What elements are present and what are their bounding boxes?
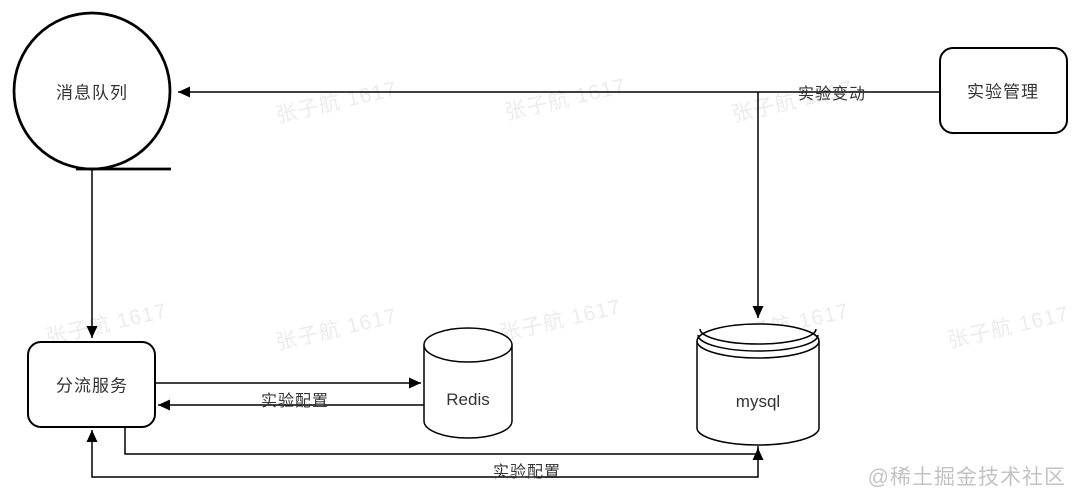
mysql-shape xyxy=(696,323,820,446)
redis-cylinder-top xyxy=(423,327,513,363)
split-service-label: 分流服务 xyxy=(56,376,128,396)
mysql-label: mysql xyxy=(735,392,781,411)
edge-mysql-to-split-service xyxy=(86,430,759,478)
edge-label-experiment-config-redis: 实验配置 xyxy=(260,393,330,410)
redis-label: Redis xyxy=(446,390,490,409)
mysql-cylinder-ring xyxy=(697,334,819,352)
edge-label-experiment-change: 实验变动 xyxy=(797,86,867,103)
experiment-management-shape xyxy=(939,47,1068,134)
edge-label-experiment-config-mysql: 实验配置 xyxy=(492,464,562,481)
redis-shape xyxy=(423,327,513,439)
mysql-cylinder-ring xyxy=(699,328,817,345)
mysql-cylinder-top xyxy=(696,323,820,359)
experiment-management-label: 实验管理 xyxy=(967,82,1039,102)
message-queue-label: 消息队列 xyxy=(56,83,128,103)
mysql-cylinder-body xyxy=(696,341,820,446)
juejin-community-watermark: @稀土掘金技术社区 xyxy=(867,466,1066,489)
redis-cylinder-body xyxy=(423,345,513,439)
split-service-shape xyxy=(27,341,156,428)
